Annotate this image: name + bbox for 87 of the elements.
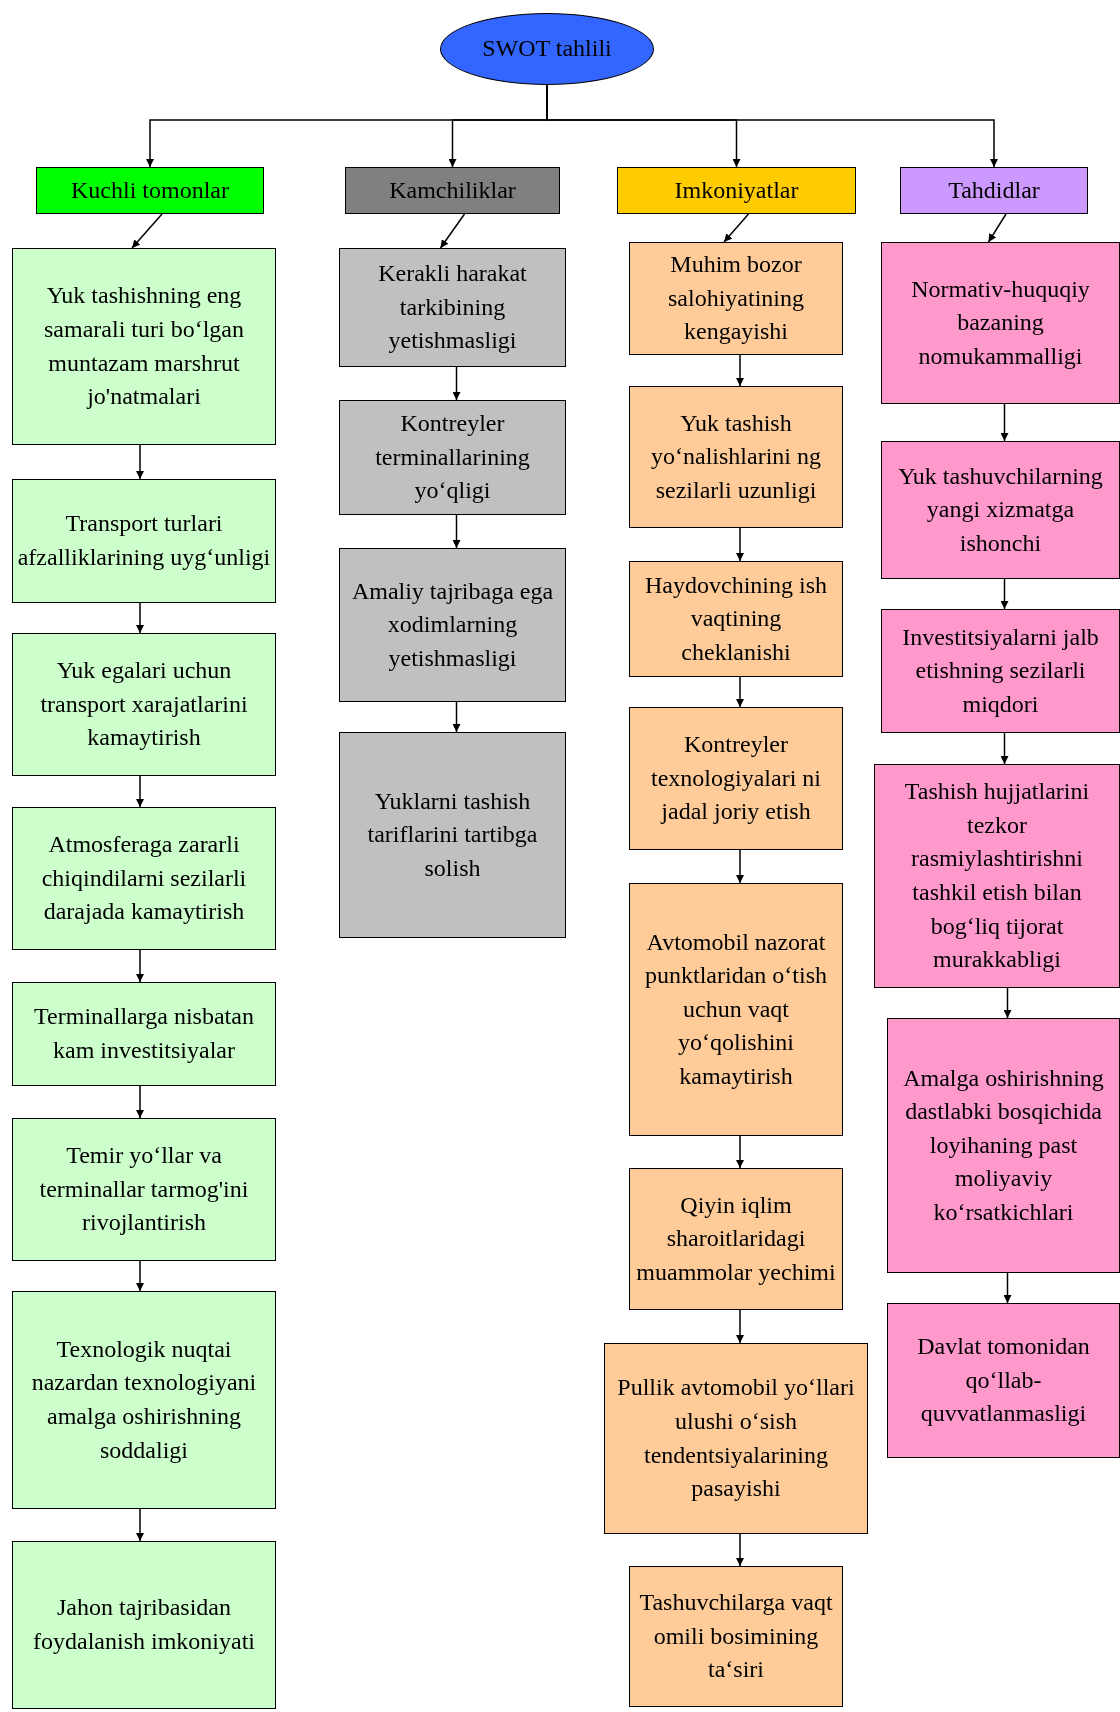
arrow (136, 1508, 144, 1542)
node-text: Kontreyler terminallarining yo‘qligi (374, 409, 531, 506)
node-text: Kerakli harakat tarkibining yetishmasligi (377, 259, 528, 356)
node-text: Tashuvchilarga vaqt omili bosimining ta‘siri (638, 1588, 834, 1685)
process-box (887, 1303, 1120, 1458)
node-text: Muhim bozor salohiyatining kengayishi (667, 250, 805, 347)
process-box (339, 732, 566, 938)
node-text: Qiyin iqlim sharoitlaridagi muammolar yechimi (635, 1190, 837, 1287)
node-text: Tashish hujjatlarini tezkor rasmiylashtirishni tashkil etish bilan bog‘liq tijorat murakkabligi (903, 777, 1091, 975)
process-box (629, 242, 843, 355)
process-box (629, 1566, 843, 1707)
arrow (736, 1533, 744, 1567)
arrow (452, 514, 461, 549)
arrow (736, 849, 744, 884)
node-text: Kontreyler texnologiyalari ni jadal joriy etish (650, 730, 822, 827)
process-box (629, 883, 843, 1136)
node-text: Yuk tashish yo‘nalishlarini ng sezilarli uzunligi (650, 408, 822, 505)
node-text: Temir yo‘llar va terminallar tarmog'ini rivojlantirish (38, 1141, 250, 1238)
arrow (1003, 987, 1012, 1019)
node-text: Yuklarni tashish tariflarini tartibga solish (366, 786, 539, 883)
category-header (617, 167, 856, 214)
process-box (629, 707, 843, 850)
process-box (339, 248, 566, 367)
node-text: Kuchli tomonlar (71, 175, 229, 205)
category-header (36, 167, 264, 214)
node-text: Terminallarga nisbatan kam investitsiyalar (33, 1002, 255, 1065)
arrow (1000, 403, 1009, 442)
node-text: Amalga oshirishning dastlabki bosqichida loyihaning past moliyaviy ko‘rsatkichlari (902, 1063, 1105, 1227)
node-text: SWOT tahlili (482, 34, 612, 64)
node-text: Haydovchining ish vaqtining cheklanishi (644, 570, 828, 667)
node-text: Amaliy tajribaga ega xodimlarning yetishmasligi (350, 576, 555, 673)
node-text: Atmosferaga zararli chiqindilarni sezilarli darajada kamaytirish (40, 830, 248, 927)
process-box (881, 242, 1120, 404)
node-text: Transport turlari afzalliklarining uyg‘unligi (17, 509, 271, 572)
arrow (439, 213, 466, 249)
node-text: Yuk tashishning eng samarali turi bo‘lgan muntazam marshrut jo'natmalari (43, 281, 245, 412)
node-text: Kamchiliklar (389, 175, 516, 205)
arrow (452, 366, 461, 401)
process-box (339, 400, 566, 515)
category-header (900, 167, 1088, 214)
process-box (12, 807, 276, 950)
arrow (736, 1309, 744, 1344)
process-box (12, 248, 276, 445)
arrow (131, 213, 163, 249)
process-box (604, 1343, 868, 1534)
process-box (881, 441, 1120, 579)
arrow (736, 527, 744, 562)
node-text: Pullik avtomobil yo‘llari ulushi o‘sish tendentsiyalarining pasayishi (616, 1373, 856, 1504)
process-box (12, 982, 276, 1086)
arrow (136, 949, 144, 983)
arrow (723, 213, 750, 243)
process-box (874, 764, 1120, 988)
node-text: Investitsiyalarni jalb etishning sezilarli miqdori (901, 622, 1100, 719)
arrow (1003, 1272, 1012, 1304)
node-text: Yuk tashuvchilarning yangi xizmatga ishonchi (897, 461, 1104, 558)
process-box (12, 633, 276, 776)
arrow (1000, 578, 1009, 610)
process-box (629, 386, 843, 528)
process-box (629, 1168, 843, 1310)
arrow (736, 676, 744, 708)
node-text: Imkoniyatlar (674, 175, 799, 205)
process-box (629, 561, 843, 677)
arrow (1000, 732, 1009, 765)
process-box (881, 609, 1120, 733)
category-header (345, 167, 560, 214)
node-text: Tahdidlar (948, 175, 1040, 205)
node-text: Texnologik nuqtai nazardan texnologiyani amalga oshirishning soddaligi (30, 1334, 258, 1465)
arrow (136, 1085, 144, 1119)
arrow (736, 354, 744, 387)
arrow (136, 1260, 144, 1292)
arrow (987, 213, 1007, 243)
process-box (12, 479, 276, 603)
arrow (452, 701, 461, 733)
arrow (736, 1135, 744, 1169)
arrow (136, 444, 144, 480)
process-box (12, 1541, 276, 1709)
node-text: Avtomobil nazorat punktlaridan o‘tish uchun vaqt yo‘qolishini kamaytirish (644, 927, 828, 1091)
process-box (12, 1291, 276, 1509)
node-text: Normativ-huquqiy bazaning nomukammalligi (910, 274, 1091, 371)
arrow (136, 775, 144, 808)
node-text: Davlat tomonidan qo‘llab-quvvatlanmasligi (916, 1332, 1091, 1429)
node-text: Yuk egalari uchun transport xarajatlarini kamaytirish (39, 656, 249, 753)
process-box (887, 1018, 1120, 1273)
process-box (12, 1118, 276, 1261)
node-text: Jahon tajribasidan foydalanish imkoniyati (32, 1593, 256, 1656)
arrow (136, 602, 144, 634)
process-box (339, 548, 566, 702)
